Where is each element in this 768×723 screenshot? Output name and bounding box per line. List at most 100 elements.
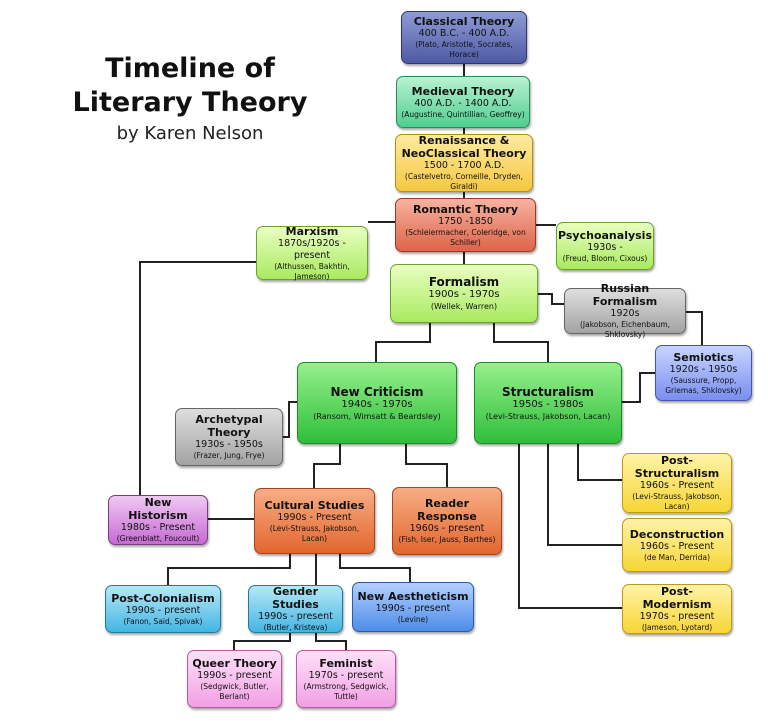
node-dates: 1990s - present [375, 602, 451, 614]
byline: by Karen Nelson [116, 123, 264, 144]
node-name: Archetypal Theory [195, 413, 263, 439]
node-theorists: (Sedgwick, Butler, Berlant) [200, 681, 269, 701]
connector-cultural-postcolonial [167, 554, 291, 585]
connector-newcriticism-reader [405, 444, 448, 487]
node-dates: 1960s - present [409, 523, 485, 534]
node-semiotics: Semiotics 1920s - 1950s (Saussure, Propp… [655, 345, 752, 401]
connector-semiotics-structuralism [622, 372, 655, 403]
node-dates: 1990s - present [258, 611, 333, 622]
node-renaissance-neoclassical-theory: Renaissance & NeoClassical Theory 1500 -… [395, 134, 533, 192]
node-structuralism: Structuralism 1950s - 1980s (Levi-Straus… [474, 362, 622, 444]
node-queer-theory: Queer Theory 1990s - present (Sedgwick, … [187, 650, 282, 708]
node-theorists: (Fanon, Said, Spivak) [123, 616, 203, 626]
node-name: New Criticism [330, 384, 424, 399]
node-theorists: (Levi-Strauss, Jakobson, Lacan) [269, 523, 360, 543]
connector-formalism-structuralism [493, 323, 549, 362]
connector-formalism-russian [538, 293, 564, 305]
node-formalism: Formalism 1900s - 1970s (Wellek, Warren) [390, 264, 538, 323]
node-theorists: (Castelvetro, Corneille, Dryden, Giraldi… [404, 172, 524, 191]
node-theorists: (Jakobson, Eichenbaum, Shklovsky) [579, 320, 671, 339]
node-theorists: (Levi-Strauss, Jakobson, Lacan) [632, 492, 722, 511]
node-gender-studies: Gender Studies 1990s - present (Butler, … [248, 585, 343, 633]
connector-cultural-aestheticism [339, 554, 411, 582]
node-name: Post-Modernism [642, 585, 712, 611]
node-name: Psychoanalysis [558, 228, 652, 242]
node-theorists: (Greenblatt, Foucoult) [116, 534, 200, 543]
node-name: Reader Response [417, 497, 477, 523]
node-theorists: (Augustine, Quintillian, Geoffrey) [401, 109, 525, 119]
node-dates: 1960s - Present [639, 480, 715, 491]
node-dates: 1750 -1850 [438, 215, 493, 227]
node-theorists: (Frazer, Jung, Frye) [193, 451, 265, 460]
connector-russian-semiotics [686, 311, 703, 345]
node-dates: 400 A.D. - 1400 A.D. [414, 97, 512, 109]
node-dates: 1950s - 1980s [512, 398, 584, 410]
node-new-aestheticism: New Aestheticism 1990s - present (Levine… [352, 582, 474, 632]
node-name: Structuralism [501, 384, 595, 399]
node-feminist: Feminist 1970s - present (Armstrong, Sed… [296, 650, 396, 708]
node-post-modernism: Post-Modernism 1970s - present (Jameson,… [622, 584, 732, 634]
node-dates: 1990s - present [125, 604, 201, 616]
node-dates: 1960s - Present [639, 540, 715, 552]
node-dates: 1990s - present [197, 669, 272, 681]
node-marxism: Marxism 1870s/1920s - present (Althussen… [256, 224, 368, 281]
node-theorists: (Wellek, Warren) [430, 302, 498, 311]
node-classical-theory: Classical Theory 400 B.C. - 400 A.D. (Pl… [401, 11, 527, 64]
node-name: Marxism [285, 224, 339, 238]
node-name: Deconstruction [629, 527, 725, 541]
node-theorists: (Plato, Aristotle, Socrates, Horace) [415, 40, 513, 59]
node-name: Post-Structuralism [634, 454, 720, 480]
node-archetypal-theory: Archetypal Theory 1930s - 1950s (Frazer,… [175, 408, 283, 466]
node-theorists: (Saussure, Propp, Griemas, Shklovsky) [665, 375, 742, 395]
node-name: New Aestheticism [357, 589, 469, 603]
node-dates: 1920s - 1950s [669, 363, 738, 375]
node-name: Semiotics [673, 350, 734, 364]
node-name: New Historism [128, 496, 188, 522]
node-dates: 1930s - 1950s [195, 439, 263, 450]
node-post-colonialism: Post-Colonialism 1990s - present (Fanon,… [105, 585, 221, 633]
node-dates: 1870s/1920s - present [278, 237, 346, 261]
title-line-1: Timeline of [105, 53, 275, 84]
node-theorists: (Levi-Strauss, Jakobson, Lacan) [485, 411, 611, 421]
node-name: Feminist [319, 656, 373, 670]
node-theorists: (Levine) [397, 614, 429, 624]
node-dates: 400 B.C. - 400 A.D. [418, 28, 510, 39]
node-dates: 1940s - 1970s [341, 398, 413, 410]
connector-structuralism-deconstruction [547, 444, 622, 546]
node-theorists: (de Man, Derrida) [643, 552, 711, 562]
node-name: Russian Formalism [592, 282, 658, 308]
node-name: Romantic Theory [412, 202, 519, 216]
node-name: Classical Theory [413, 15, 515, 28]
node-dates: 1980s - Present [120, 522, 196, 533]
node-dates: 1930s - [587, 241, 623, 253]
node-theorists: (Butler, Kristeva) [263, 623, 328, 632]
node-theorists: (Armstrong, Sedgwick, Tuttle) [303, 681, 389, 701]
node-dates: 1970s - present [308, 669, 384, 681]
title-line-2: Literary Theory [72, 87, 308, 118]
connector-formalism-newcriticism [375, 323, 431, 362]
node-theorists: (Fish, Iser, Jauss, Barthes) [398, 535, 496, 544]
node-name: Medieval Theory [411, 84, 515, 98]
node-post-structuralism: Post-Structuralism 1960s - Present (Levi… [622, 453, 732, 513]
connector-gender-queer [233, 633, 291, 650]
node-psychoanalysis: Psychoanalysis 1930s - (Freud, Bloom, Ci… [556, 222, 654, 270]
node-new-historism: New Historism 1980s - Present (Greenblat… [108, 495, 208, 545]
node-dates: 1900s - 1970s [428, 289, 500, 300]
connector-gender-feminist [315, 633, 347, 650]
node-theorists: (Althussen, Bakhtin, Jameson) [274, 261, 350, 281]
node-dates: 1990s - Present [277, 511, 352, 523]
connector-newcriticism-cultural [313, 444, 341, 488]
node-name: Gender Studies [272, 585, 319, 611]
node-new-criticism: New Criticism 1940s - 1970s (Ransom, Wim… [297, 362, 457, 444]
node-medieval-theory: Medieval Theory 400 A.D. - 1400 A.D. (Au… [396, 76, 530, 128]
node-theorists: (Schleiermacher, Coleridge, von Schiller… [405, 227, 526, 247]
node-name: Post-Colonialism [111, 591, 215, 605]
node-reader-response: Reader Response 1960s - present (Fish, I… [392, 487, 502, 555]
connector-structuralism-postmodernism [518, 444, 622, 609]
node-dates: 1500 - 1700 A.D. [423, 160, 505, 171]
connector-newcriticism-archetypal [283, 401, 297, 438]
connector-marxism-newhistorism [139, 261, 256, 495]
node-theorists: (Freud, Bloom, Cixous) [562, 253, 648, 263]
